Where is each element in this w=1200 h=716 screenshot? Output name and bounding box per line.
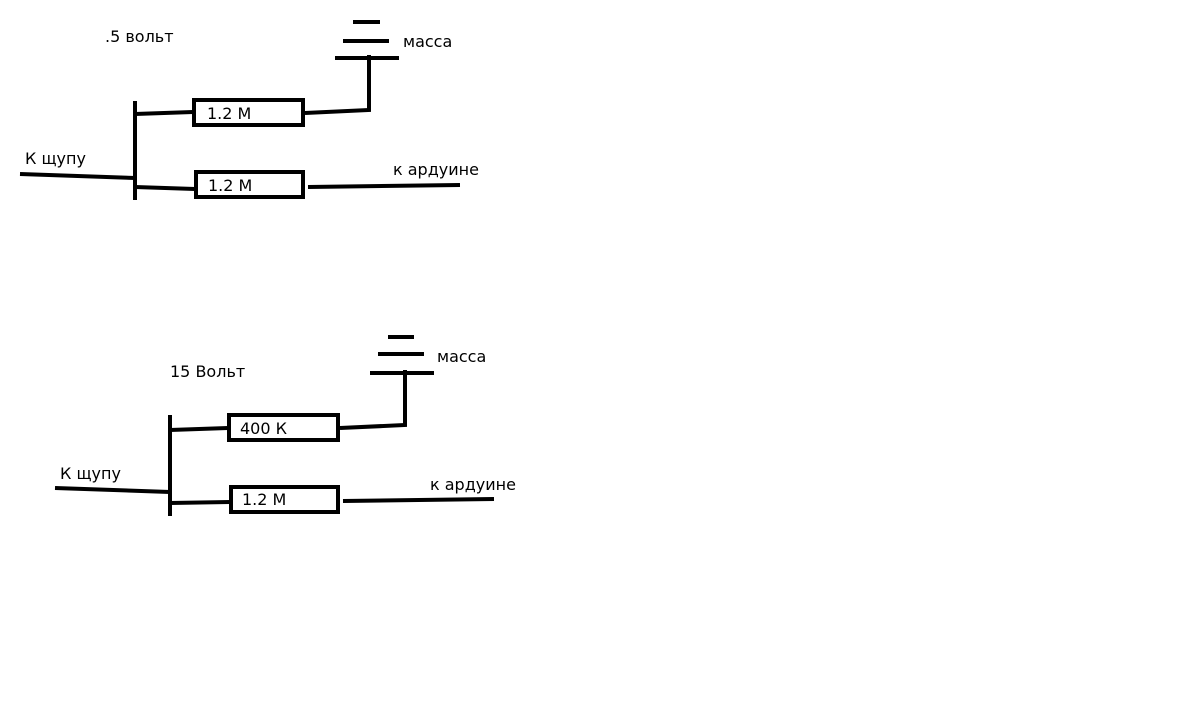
- resistor-bottom: [229, 485, 340, 514]
- ground-symbol-icon: [335, 20, 399, 60]
- resistor-top: [227, 413, 340, 442]
- output-wire: [307, 183, 461, 189]
- resistor-top: [192, 98, 305, 127]
- resistor-bottom: [194, 170, 305, 199]
- resistor-top-value: 400 К: [240, 419, 288, 438]
- circuit-15v: 15 Вольт К щупу 400 К масса 1.2 М к арду…: [54, 335, 516, 516]
- resistor-bottom-value: 1.2 М: [242, 490, 286, 509]
- bottom-branch-wire: [169, 500, 231, 505]
- output-wire: [342, 497, 495, 503]
- probe-wire: [19, 172, 136, 180]
- ground-label: масса: [437, 347, 486, 366]
- bottom-branch-wire: [134, 185, 196, 191]
- voltage-label: 15 Вольт: [170, 362, 245, 381]
- output-label: к ардуине: [430, 475, 516, 494]
- probe-wire: [54, 486, 171, 494]
- top-branch-wire: [134, 110, 194, 116]
- resistor-top-value: 1.2 М: [207, 104, 251, 123]
- ground-symbol-icon: [370, 335, 434, 375]
- probe-label: К щупу: [60, 464, 121, 483]
- voltage-label: .5 вольт: [105, 27, 174, 46]
- resistor-bottom-value: 1.2 М: [208, 176, 252, 195]
- ground-wire: [304, 55, 371, 115]
- ground-label: масса: [403, 32, 452, 51]
- probe-label: К щупу: [25, 149, 86, 168]
- ground-wire: [339, 370, 407, 430]
- circuit-5v: .5 вольт К щупу 1.2 М масса 1.2 М к арду…: [19, 20, 479, 200]
- output-label: к ардуине: [393, 160, 479, 179]
- top-branch-wire: [169, 426, 229, 432]
